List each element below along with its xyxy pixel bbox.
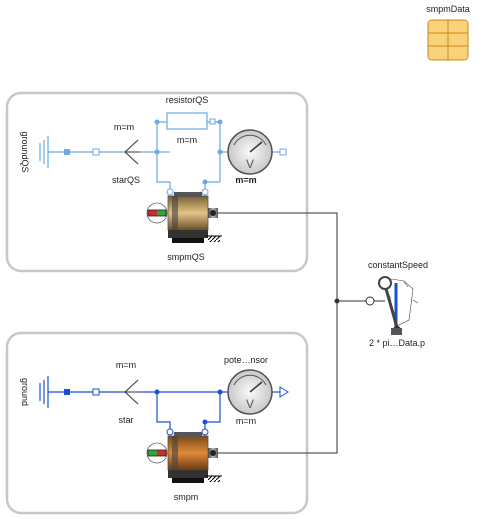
- svg-text:V: V: [246, 397, 254, 411]
- star-qs-label: starQS: [112, 175, 140, 185]
- voltage-sensor-qs[interactable]: V m=m: [227, 129, 287, 185]
- qs-group-frame: [5, 91, 309, 273]
- shaft-wires: [218, 212, 366, 454]
- star-qs-param: m=m: [114, 122, 134, 132]
- ground[interactable]: ground: [20, 376, 70, 408]
- constant-speed[interactable]: constantSpeed 2 * pi…Data.p: [365, 260, 428, 348]
- smpm-data-record[interactable]: smpmData: [426, 4, 470, 61]
- voltage-sensor-param: m=m: [236, 416, 256, 426]
- voltage-sensor-label: pote…nsor: [224, 355, 268, 365]
- transient-group-frame: [5, 331, 309, 515]
- resistor-qs-param: m=m: [177, 135, 197, 145]
- star-qs[interactable]: m=m starQS: [70, 122, 140, 185]
- resistor-qs-label: resistorQS: [166, 95, 209, 105]
- star-param: m=m: [116, 360, 136, 370]
- star[interactable]: m=m star: [70, 360, 140, 425]
- qs-junctions: [154, 119, 223, 185]
- smpm-machine[interactable]: smpm: [146, 428, 222, 502]
- constant-speed-param: 2 * pi…Data.p: [369, 338, 425, 348]
- voltage-sensor[interactable]: pote…nsor V m=m: [224, 355, 289, 426]
- smpm-qs-label: smpmQS: [167, 252, 205, 262]
- resistor-qs[interactable]: resistorQS m=m: [166, 95, 216, 145]
- smpm-data-label: smpmData: [426, 4, 470, 14]
- transient-junctions: [154, 389, 223, 425]
- voltage-sensor-qs-param: m=m: [235, 175, 256, 185]
- smpm-label: smpm: [174, 492, 199, 502]
- ground-qs-label: groundQS: [20, 131, 30, 172]
- shaft-junction: [334, 298, 340, 304]
- constant-speed-label: constantSpeed: [368, 260, 428, 270]
- ground-qs[interactable]: groundQS: [20, 131, 70, 173]
- svg-text:V: V: [246, 157, 254, 171]
- smpm-qs-machine[interactable]: smpmQS: [146, 188, 222, 262]
- star-label: star: [118, 415, 133, 425]
- ground-label: ground: [20, 378, 30, 406]
- resistor-qs-body: [166, 112, 208, 130]
